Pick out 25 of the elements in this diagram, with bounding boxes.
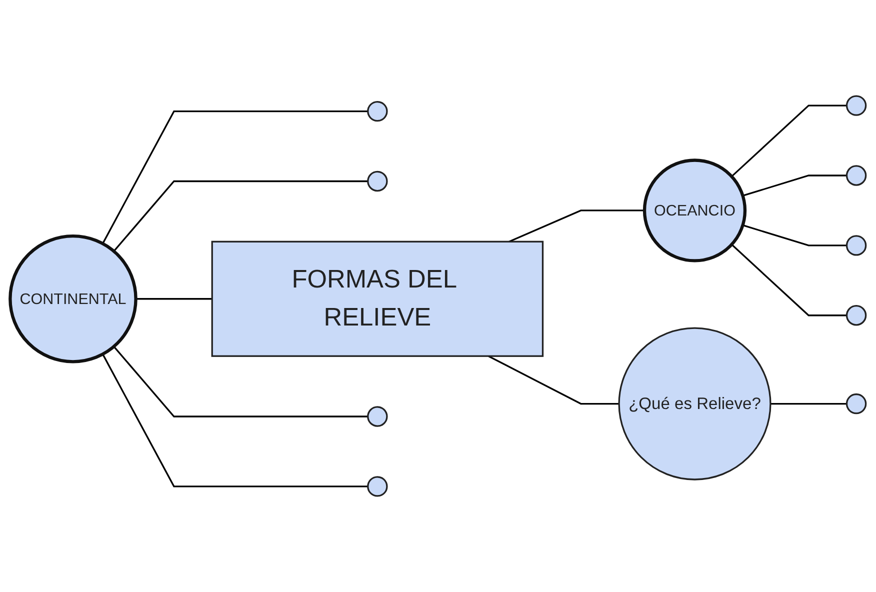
- node-circle: [846, 95, 867, 116]
- node-circle: [367, 406, 388, 427]
- node-circle: [846, 305, 867, 326]
- node-circle: [846, 393, 867, 414]
- connector: [742, 174, 847, 196]
- node-circle: [846, 165, 867, 186]
- connector: [488, 355, 620, 405]
- connector: [113, 346, 368, 418]
- node-circle: [367, 170, 388, 192]
- connector: [102, 110, 368, 244]
- node-circle: ¿Qué es Relieve?: [618, 327, 772, 480]
- connector: [731, 244, 847, 316]
- connector: [136, 298, 212, 300]
- node-circle: [367, 476, 388, 497]
- connector: [731, 104, 847, 178]
- connector: [742, 224, 847, 246]
- node-circle: [846, 235, 867, 256]
- node-box: FORMAS DEL RELIEVE: [211, 240, 544, 357]
- node-circle: [367, 100, 388, 122]
- connector: [102, 354, 368, 488]
- connector: [508, 210, 644, 242]
- connector: [113, 180, 368, 252]
- node-circle: OCEANCIO: [642, 158, 747, 262]
- node-circle: CONTINENTAL: [8, 234, 138, 364]
- connector: [770, 402, 847, 405]
